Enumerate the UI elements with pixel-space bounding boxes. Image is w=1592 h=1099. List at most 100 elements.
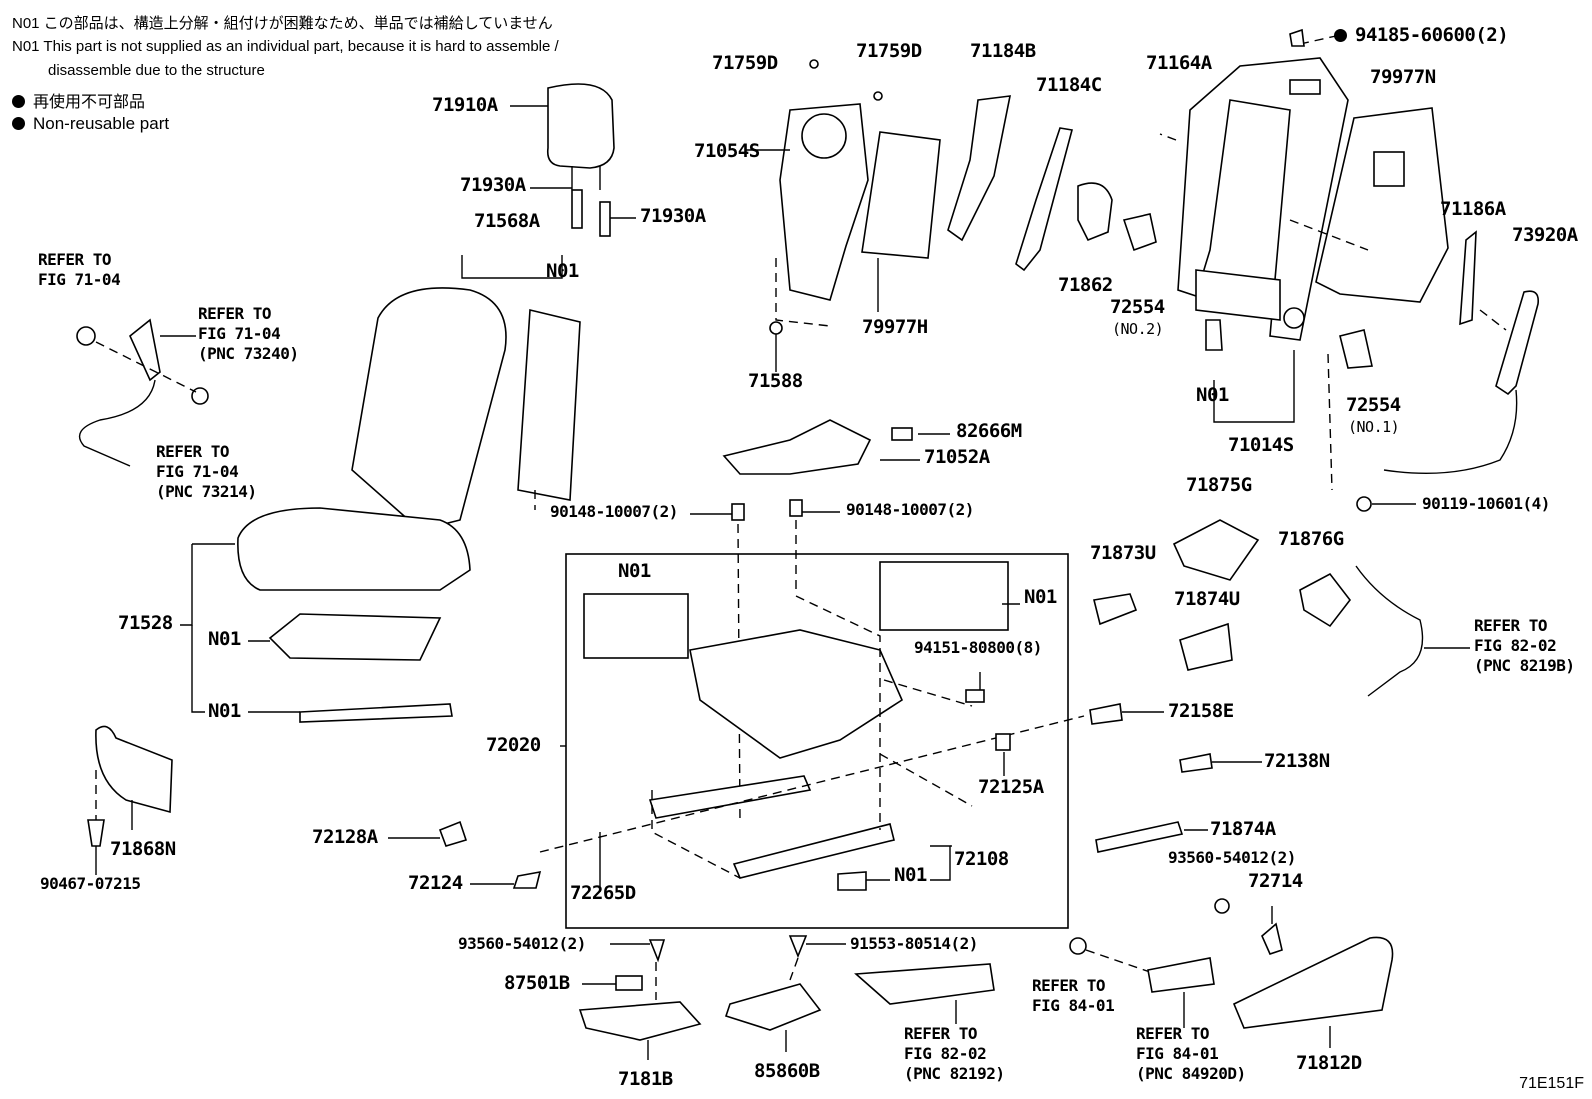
label-71052a: 71052A [924, 446, 990, 468]
label-94185-text: 94185-60600(2) [1355, 24, 1509, 46]
seatback-frame-side [746, 59, 883, 372]
label-79977n: 79977N [1370, 66, 1436, 88]
label-refer-84920-3: (PNC 84920D) [1136, 1064, 1246, 1083]
label-72554-no2-sub: (NO.2) [1112, 320, 1164, 338]
label-refer-82192-1: REFER TO [904, 1024, 978, 1043]
left-small-parts [388, 820, 542, 889]
cushion-parts [180, 543, 453, 723]
note-nonreusable-jp: 再使用不可部品 [12, 88, 145, 112]
label-71164a: 71164A [1146, 52, 1212, 74]
label-71876g: 71876G [1278, 528, 1344, 550]
label-refer-73214-1: REFER TO [156, 442, 230, 461]
seat-adjuster-box [565, 553, 1069, 929]
label-71862: 71862 [1058, 274, 1113, 296]
label-71186a: 71186A [1440, 198, 1506, 220]
label-refer-73214-2: FIG 71-04 [156, 462, 239, 481]
label-71868n: 71868N [110, 838, 176, 860]
label-71930a-2: 71930A [640, 205, 706, 227]
recliner-mechanism [722, 419, 950, 475]
nonreusable-icon [1334, 29, 1347, 42]
label-72714: 72714 [1248, 870, 1303, 892]
label-refer-8219b-1: REFER TO [1474, 616, 1548, 635]
label-85860b: 85860B [754, 1060, 820, 1082]
label-93560-left: 93560-54012(2) [458, 934, 586, 953]
label-n01-track: N01 [894, 864, 927, 886]
label-72554-no1: 72554 [1346, 394, 1401, 416]
nonreusable-jp-text: 再使用不可部品 [33, 94, 146, 111]
label-71930a-1: 71930A [460, 174, 526, 196]
left-harness [76, 318, 209, 467]
seatback-cover [237, 255, 563, 591]
seat-adjuster [539, 561, 1085, 892]
label-refer-84920-2: FIG 84-01 [1136, 1044, 1219, 1063]
label-71874u: 71874U [1174, 588, 1240, 610]
label-n01-frame: N01 [1196, 384, 1229, 406]
label-90148-2: 90148-10007(2) [846, 500, 974, 519]
label-72128a: 72128A [312, 826, 378, 848]
label-72158e: 72158E [1168, 700, 1234, 722]
label-71184b: 71184B [970, 40, 1036, 62]
side-bolster-parts [947, 95, 1157, 272]
label-72125a: 72125A [978, 776, 1044, 798]
label-72124: 72124 [408, 872, 463, 894]
label-72138n: 72138N [1264, 750, 1330, 772]
label-73920a: 73920A [1512, 224, 1578, 246]
label-71873u: 71873U [1090, 542, 1156, 564]
label-71759d-2: 71759D [856, 40, 922, 62]
label-94185: 94185-60600(2) [1334, 24, 1509, 46]
label-n01-cushion-1: N01 [208, 628, 241, 650]
label-72554-no2: 72554 [1110, 296, 1165, 318]
label-71874a: 71874A [1210, 818, 1276, 840]
guide-pins [530, 187, 636, 237]
label-90148-1: 90148-10007(2) [550, 502, 678, 521]
note-n01-jp: N01 この部品は、構造上分解・組付けが困難なため、単品では補給していません [12, 15, 553, 32]
label-refer-73240-3: (PNC 73240) [198, 344, 299, 363]
note-n01-en-2: disassemble due to the structure [48, 62, 265, 79]
label-90119: 90119-10601(4) [1422, 494, 1550, 513]
label-refer-7104-a2: FIG 71-04 [38, 270, 121, 289]
label-7181b: 7181B [618, 1068, 673, 1090]
label-refer-8219b-3: (PNC 8219B) [1474, 656, 1575, 675]
seatback-pad-part [861, 131, 941, 312]
right-trim-parts [1089, 519, 1470, 955]
label-n01-box-1: N01 [618, 560, 651, 582]
bullet-icon [12, 117, 25, 130]
label-refer-84920-1: REFER TO [1136, 1024, 1210, 1043]
label-72554-no1-sub: (NO.1) [1348, 418, 1400, 436]
bullet-icon [12, 95, 25, 108]
label-refer-8401-1: REFER TO [1032, 976, 1106, 995]
bolts-top [690, 496, 1416, 823]
label-82666m: 82666M [956, 420, 1022, 442]
label-refer-8219b-2: FIG 82-02 [1474, 636, 1557, 655]
label-71184c: 71184C [1036, 74, 1102, 96]
label-refer-82192-3: (PNC 82192) [904, 1064, 1005, 1083]
label-71875g: 71875G [1186, 474, 1252, 496]
label-n01-back: N01 [546, 260, 579, 282]
label-94151: 94151-80800(8) [914, 638, 1042, 657]
label-refer-73240-2: FIG 71-04 [198, 324, 281, 343]
label-71568a: 71568A [474, 210, 540, 232]
label-refer-73240-1: REFER TO [198, 304, 272, 323]
headrest-part [510, 83, 615, 190]
label-71014s: 71014S [1228, 434, 1294, 456]
label-79977h: 79977H [862, 316, 928, 338]
label-71910a: 71910A [432, 94, 498, 116]
label-72020: 72020 [486, 734, 541, 756]
diagram-id: 71E151F [1519, 1075, 1584, 1092]
label-71812d: 71812D [1296, 1052, 1362, 1074]
note-nonreusable-en: Non-reusable part [12, 114, 169, 134]
label-90467: 90467-07215 [40, 874, 141, 893]
label-71528: 71528 [118, 612, 173, 634]
back-board-part [1289, 107, 1449, 303]
label-refer-82192-2: FIG 82-02 [904, 1044, 987, 1063]
label-72108: 72108 [954, 848, 1009, 870]
label-91553: 91553-80514(2) [850, 934, 978, 953]
side-trim-left [87, 725, 173, 875]
note-n01-en-1: N01 This part is not supplied as an indi… [12, 38, 559, 55]
label-refer-7104-a1: REFER TO [38, 250, 112, 269]
label-n01-cushion-2: N01 [208, 700, 241, 722]
label-93560-right: 93560-54012(2) [1168, 848, 1296, 867]
label-72265d: 72265D [570, 882, 636, 904]
lumbar-parts [1327, 230, 1540, 491]
